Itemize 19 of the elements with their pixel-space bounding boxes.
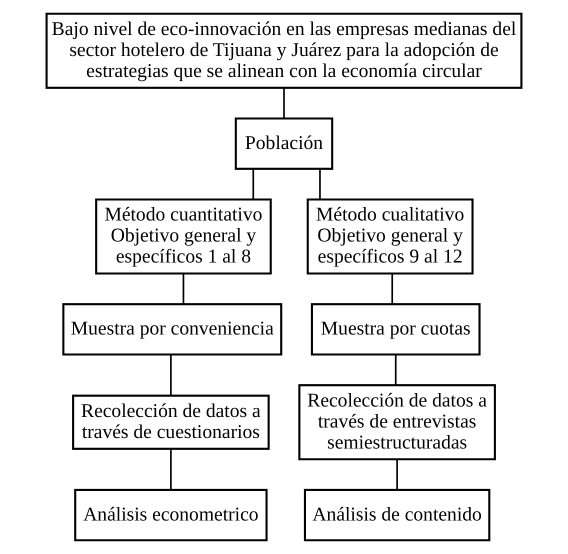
- connector: [283, 88, 285, 118]
- node-box: Método cualitativo Objetivo general y específicos 9 al 12: [306, 198, 474, 275]
- connector: [391, 274, 394, 304]
- connector: [394, 354, 397, 386]
- node-box: Método cuantitativo Objetivo general y específicos 1 al 8: [95, 198, 272, 275]
- node-box: Muestra por cuotas: [310, 303, 481, 356]
- connector: [170, 449, 172, 490]
- node-box: Muestra por conveniencia: [62, 303, 282, 356]
- connector: [396, 459, 398, 490]
- node-box: Análisis de contenido: [304, 488, 490, 542]
- node-box: Recolección de datos a través de cuestionarios: [72, 394, 270, 450]
- connector: [182, 274, 184, 304]
- node-box: Población: [234, 117, 334, 170]
- node-box: Bajo nivel de eco-innovación en las empresas medianas del sector hotelero de Tijuana y Juárez para la adopción de estrategias que se alinean con la economía circular: [46, 12, 522, 89]
- connector: [252, 169, 254, 200]
- node-box: Recolección de datos a través de entrevistas semiestructuradas: [298, 384, 496, 460]
- connector: [319, 169, 321, 200]
- node-box: Análisis econometrico: [74, 488, 268, 542]
- connector: [170, 354, 172, 396]
